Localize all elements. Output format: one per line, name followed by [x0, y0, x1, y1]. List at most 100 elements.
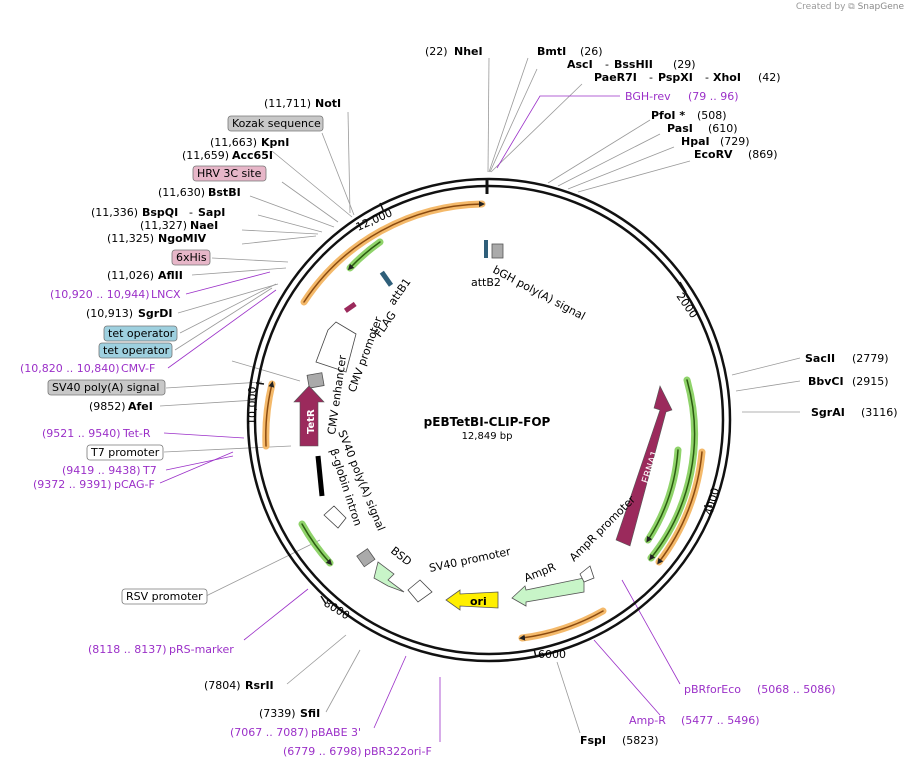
- plasmid-name: pEBTetBI-CLIP-FOP: [424, 415, 551, 429]
- primer-range: (5477 .. 5496): [681, 714, 760, 727]
- enzyme-position: (2915): [852, 375, 889, 388]
- plasmid-size: 12,849 bp: [462, 431, 513, 442]
- enzyme-position: (11,663): [210, 136, 257, 149]
- enzyme-name: BspQI: [142, 206, 178, 219]
- primer-range: (7067 .. 7087): [230, 726, 309, 739]
- primer-name: pBRforEco: [684, 683, 741, 696]
- enzyme-name: AflII: [158, 269, 183, 282]
- enzyme-leader-lines: [159, 57, 801, 734]
- enzyme-name: NotI: [315, 97, 341, 110]
- boxed-feature-labels: Kozak sequence HRV 3C site 6xHis tet ope…: [47, 115, 324, 605]
- enzyme-name: AfeI: [128, 400, 153, 413]
- tet-operator-label-1: tet operator: [108, 327, 175, 340]
- enzyme-position: (10,913): [86, 307, 133, 320]
- enzyme-name: PasI: [667, 122, 693, 135]
- enzyme-name: BmtI: [537, 45, 566, 58]
- enzyme-name: EcoRV: [694, 148, 733, 161]
- beta-globin-shape: [323, 505, 347, 529]
- tick-label: 10,000: [246, 387, 259, 426]
- bsd-grey-box: [356, 548, 376, 568]
- sv40-promoter-label: SV40 promoter: [428, 545, 512, 575]
- enzyme-name: NgoMIV: [158, 232, 207, 245]
- enzyme-name: BbvCI: [808, 375, 844, 388]
- cmv-enhancer-box: [306, 372, 325, 389]
- primer-name: Amp-R: [629, 714, 666, 727]
- ori-shape: [445, 589, 499, 611]
- primer-range: (9372 .. 9391): [33, 478, 112, 491]
- tick-label: 8000: [321, 597, 352, 623]
- tet-operator-label-2: tet operator: [103, 344, 170, 357]
- hrv-box: [192, 165, 267, 182]
- ampr-label: AmpR: [522, 560, 558, 584]
- primer-range: (10,820 .. 10,840): [20, 362, 120, 375]
- t7-promoter-box: [86, 444, 164, 461]
- rsv-promoter-label: RSV promoter: [126, 590, 203, 603]
- primer-name: pRS-marker: [169, 643, 234, 656]
- enzyme-position: (29): [673, 58, 696, 71]
- enzyme-name: PspXI: [658, 71, 693, 84]
- primer-range: (9419 .. 9438): [62, 464, 141, 477]
- cmv-promoter-label: CMV promoter: [346, 315, 385, 394]
- enzyme-position: (7804): [204, 679, 241, 692]
- attb2-label: attB2: [471, 276, 501, 289]
- enzyme-name: PfoI *: [651, 109, 685, 122]
- tick-label: 6000: [538, 648, 566, 661]
- enzyme-name: FspI: [580, 734, 606, 747]
- enzyme-position: (9852): [89, 400, 126, 413]
- enzyme-name: KpnI: [261, 136, 289, 149]
- primer-name: pCAG-F: [114, 478, 155, 491]
- tetr-shape: [293, 385, 325, 447]
- enzyme-name: NheI: [454, 45, 483, 58]
- bottom-enzyme-labels: (7804) RsrII (7339) SfiI FspI (5823): [204, 679, 659, 747]
- enzyme-name: SapI: [198, 206, 225, 219]
- created-by-credit: Created by ⧉ SnapGene: [796, 2, 904, 12]
- enzyme-position: (11,336): [91, 206, 138, 219]
- primer-name: LNCX: [151, 288, 181, 301]
- primer-name: CMV-F: [121, 362, 155, 375]
- kozak-label: Kozak sequence: [232, 117, 321, 130]
- primer-name: Tet-R: [122, 427, 151, 440]
- sv40-polya-box: [47, 379, 166, 396]
- his-box: [171, 249, 211, 266]
- primer-range: (10,920 .. 10,944): [50, 288, 150, 301]
- enzyme-name: NaeI: [190, 219, 218, 232]
- enzyme-name: HpaI: [681, 135, 710, 148]
- enzyme-position: (869): [748, 148, 778, 161]
- enzyme-position: (2779): [852, 352, 889, 365]
- primer-range: (79 .. 96): [688, 90, 739, 103]
- feature-arcs: [262, 200, 706, 642]
- primer-range: (8118 .. 8137): [88, 643, 167, 656]
- t7-promoter-label: T7 promoter: [90, 446, 160, 459]
- enzyme-name: AscI: [567, 58, 593, 71]
- primer-name: T7: [142, 464, 157, 477]
- plasmid-backbone: [246, 177, 732, 663]
- snapgene-logo-icon: ⧉: [848, 2, 855, 12]
- enzyme-position: (26): [580, 45, 603, 58]
- bsd-label: BSD: [388, 544, 414, 568]
- enzyme-name: SfiI: [300, 707, 320, 720]
- primer-name: BGH-rev: [625, 90, 671, 103]
- credit-brand: SnapGene: [857, 2, 904, 12]
- his-label: 6xHis: [176, 251, 207, 264]
- enzyme-position: (11,327): [140, 219, 187, 232]
- tick-label: 4000: [702, 486, 722, 516]
- primer-leader-lines: [159, 95, 681, 742]
- enzyme-separator: -: [189, 206, 193, 219]
- sv40-promoter-shape: [407, 579, 433, 603]
- enzyme-position: (7339): [259, 707, 296, 720]
- enzyme-name: SgrDI: [138, 307, 172, 320]
- primer-range: (6779 .. 6798): [283, 745, 362, 758]
- enzyme-separator: -: [605, 58, 609, 71]
- enzyme-name: Acc65I: [232, 149, 273, 162]
- enzyme-position: (11,630): [158, 186, 205, 199]
- enzyme-position: (42): [758, 71, 781, 84]
- enzyme-separator: -: [705, 71, 709, 84]
- bgh-polya-label: bGH poly(A) signal: [491, 263, 588, 323]
- primer-range: (9521 .. 9540): [42, 427, 121, 440]
- enzyme-position: (610): [708, 122, 738, 135]
- top-enzyme-labels: (22) NheI BmtI (26) AscI - BssHII (29) P…: [425, 45, 781, 161]
- enzyme-position: (5823): [622, 734, 659, 747]
- enzyme-name: SgrAI: [811, 406, 845, 419]
- enzyme-name: RsrII: [245, 679, 274, 692]
- tetr-label: TetR: [306, 409, 317, 434]
